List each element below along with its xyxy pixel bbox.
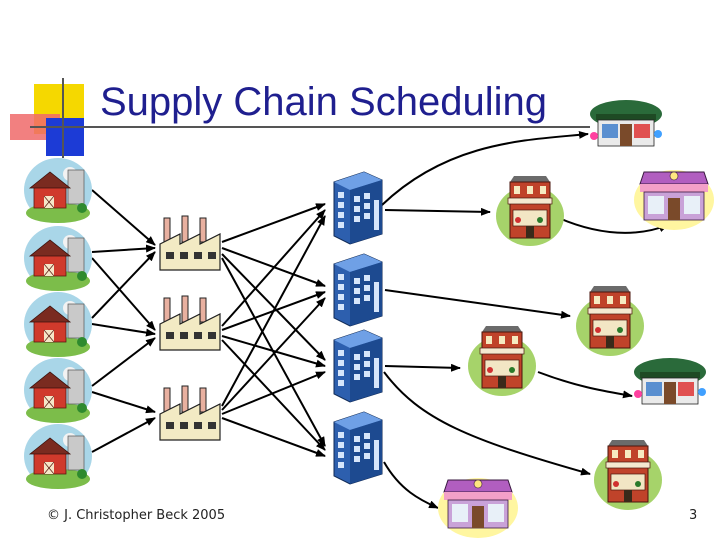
factory-icon — [159, 385, 221, 441]
arrow-factory3-wh2 — [221, 297, 326, 411]
arrow-factory2-wh1 — [221, 209, 326, 327]
arrow-farm4-factory3 — [91, 391, 156, 414]
arrow-farm5-factory3 — [91, 417, 156, 453]
arrow-farm2-factory2 — [91, 257, 156, 331]
store-icon — [575, 285, 645, 357]
arrow-wh3-store3 — [384, 363, 461, 372]
factory-icon — [159, 215, 221, 271]
slide-title: Supply Chain Scheduling — [100, 80, 547, 124]
market-stall-icon — [633, 169, 715, 231]
market-stall-icon — [437, 477, 519, 539]
arrow-factory1-wh3 — [221, 253, 326, 361]
arrow-farm1-factory1 — [91, 189, 156, 246]
flow-arrows — [91, 130, 669, 509]
arrow-farm3-factory1 — [91, 251, 156, 319]
arrow-factory3-wh3 — [221, 371, 326, 415]
warehouse-icon — [333, 171, 383, 245]
farm-icon — [23, 357, 93, 424]
factory-icon — [159, 295, 221, 351]
arrow-farm2-factory1 — [91, 244, 156, 253]
corner-accent — [10, 78, 590, 158]
store-icon — [593, 439, 663, 511]
farm-icon — [23, 423, 93, 490]
arrow-wh4-market2 — [383, 461, 439, 509]
arrow-farm4-factory2 — [91, 337, 156, 387]
farm-icon — [23, 225, 93, 292]
arrow-farm3-factory2 — [91, 323, 156, 337]
arrow-factory3-wh4 — [221, 417, 326, 457]
arrow-wh1-treeshop1 — [381, 130, 589, 206]
store-icon — [495, 175, 565, 247]
arrow-factory1-wh1 — [221, 203, 326, 243]
store-icon — [589, 99, 663, 147]
page-number: 3 — [689, 508, 698, 523]
arrow-wh2-store2 — [384, 289, 571, 319]
warehouse-icon — [333, 411, 383, 485]
farm-icon — [23, 157, 93, 224]
arrow-factory3-wh1 — [221, 215, 326, 407]
arrow-store1-market1 — [549, 213, 669, 234]
arrow-store3-treeshop2 — [537, 371, 633, 399]
arrow-wh1-store1 — [384, 207, 491, 216]
footer-copyright: © J. Christopher Beck 2005 — [47, 508, 226, 523]
warehouse-icon — [333, 329, 383, 403]
farm-icon — [23, 291, 93, 358]
store-icon — [633, 357, 707, 405]
arrow-factory2-wh3 — [221, 335, 326, 368]
warehouse-icon — [333, 253, 383, 327]
arrow-factory2-wh4 — [221, 339, 326, 451]
store-icon — [467, 325, 537, 397]
arrow-wh3-store4 — [383, 371, 591, 476]
